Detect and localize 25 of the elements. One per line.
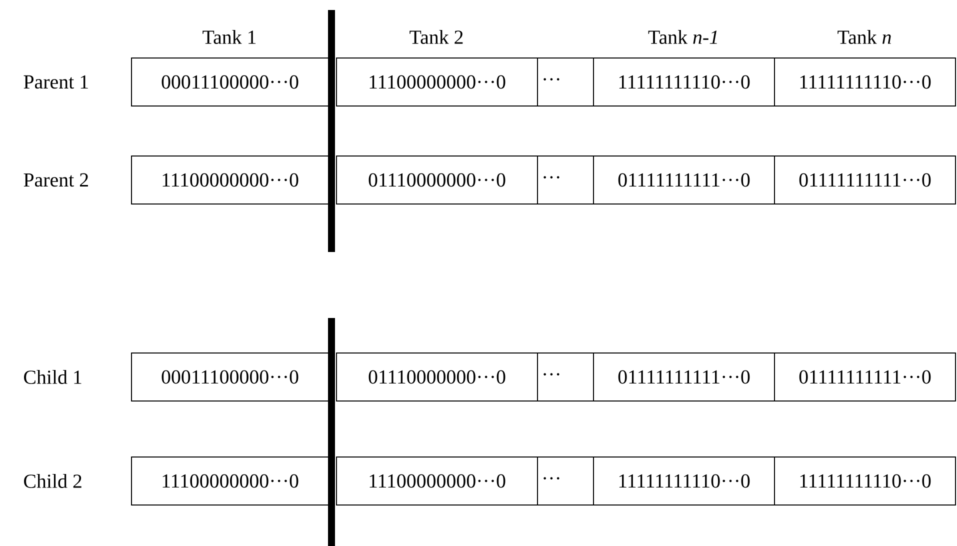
bit-string-cell: 01111111111···0 <box>774 352 956 402</box>
row-label: Child 1 <box>24 370 82 384</box>
bit-string-cell: 11111111110···0 <box>593 58 775 106</box>
row-label: Parent 2 <box>24 173 88 187</box>
bit-string-cell: 01111111111···0 <box>774 156 956 204</box>
bit-string-cell: 11100000000···0 <box>336 58 538 106</box>
bit-string-cell: 00011100000···0 <box>131 58 329 106</box>
bit-string-cell: 11100000000···0 <box>336 456 538 506</box>
bit-string-cell: 11111111110···0 <box>774 456 956 506</box>
bit-string-cell: 01110000000···0 <box>336 156 538 204</box>
bit-string-cell: ··· <box>537 58 594 106</box>
bit-string-cell: ··· <box>537 456 594 506</box>
bit-string-cell: ··· <box>537 156 594 204</box>
bit-string-cell: 11100000000···0 <box>131 456 329 506</box>
bit-string-cell: 11111111110···0 <box>774 58 956 106</box>
bit-string-cell: 01110000000···0 <box>336 352 538 402</box>
row-label: Child 2 <box>24 474 82 488</box>
bit-string-cell: 11100000000···0 <box>131 156 329 204</box>
bit-string-cell: 00011100000···0 <box>131 352 329 402</box>
column-heading: Tank n-1 <box>648 30 717 44</box>
bit-string-cell: 01111111111···0 <box>593 352 775 402</box>
bit-string-cell: 11111111110···0 <box>593 456 775 506</box>
bit-string-cell: 01111111111···0 <box>593 156 775 204</box>
row-label: Parent 1 <box>24 75 88 89</box>
bit-string-cell: ··· <box>537 352 594 402</box>
